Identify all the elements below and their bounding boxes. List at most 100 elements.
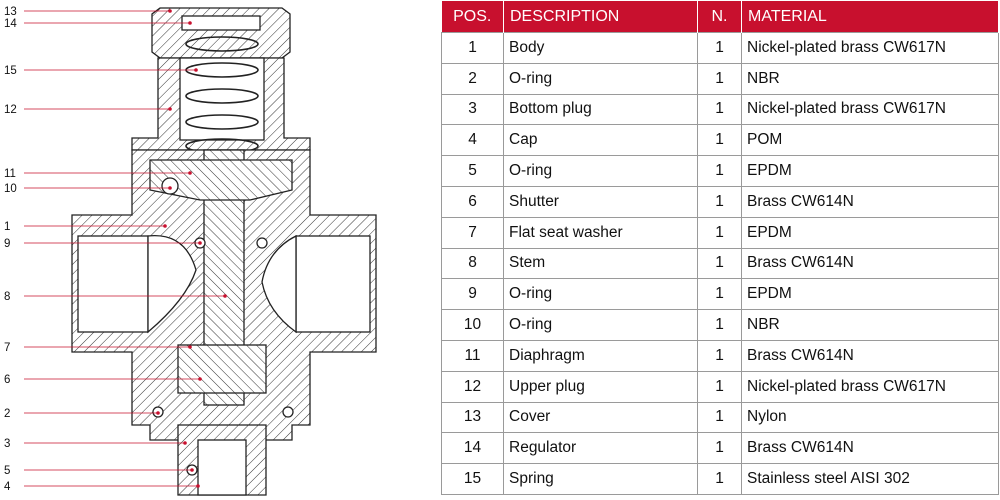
cell-quantity: 1: [697, 370, 742, 403]
cell-description: O-ring: [503, 278, 698, 311]
cell-pos: 12: [441, 370, 504, 403]
cell-material: Brass CW614N: [741, 247, 999, 280]
cell-description: Upper plug: [503, 370, 698, 403]
callout-label-10: 10: [4, 183, 17, 195]
cell-material: NBR: [741, 309, 999, 341]
cell-quantity: 1: [697, 432, 742, 465]
callout-label-6: 6: [4, 374, 10, 386]
cell-pos: 11: [441, 339, 504, 372]
cell-pos: 14: [441, 432, 504, 465]
callout-label-13: 13: [4, 6, 17, 18]
cell-quantity: 1: [697, 309, 742, 341]
cell-quantity: 1: [697, 278, 742, 311]
cell-quantity: 1: [697, 247, 742, 280]
cell-description: Regulator: [503, 432, 698, 465]
table-header-row: POS. DESCRIPTION N. MATERIAL: [441, 1, 999, 33]
callout: 8: [4, 291, 227, 303]
cell-pos: 2: [441, 62, 504, 95]
valve-cross-section-diagram: 13 14 15 12 11 10 1: [4, 6, 377, 496]
cell-quantity: 1: [697, 124, 742, 157]
cell-material: EPDM: [741, 216, 999, 249]
cell-description: Cover: [503, 401, 698, 434]
cell-quantity: 1: [697, 401, 742, 434]
callout: 5: [4, 465, 194, 477]
column-header-n: N.: [697, 1, 742, 33]
cell-description: Spring: [503, 463, 698, 495]
cell-pos: 10: [441, 309, 504, 341]
cell-description: Flat seat washer: [503, 216, 698, 249]
callout-label-7: 7: [4, 342, 10, 354]
column-header-material: MATERIAL: [741, 1, 999, 33]
callout-label-14: 14: [4, 18, 17, 30]
cell-quantity: 1: [697, 339, 742, 372]
cell-pos: 1: [441, 32, 504, 64]
callout-label-11: 11: [4, 168, 16, 180]
callout-label-12: 12: [4, 104, 17, 116]
cell-material: EPDM: [741, 278, 999, 311]
cell-quantity: 1: [697, 185, 742, 218]
cell-quantity: 1: [697, 216, 742, 249]
cell-pos: 9: [441, 278, 504, 311]
cell-description: Diaphragm: [503, 339, 698, 372]
callout-label-15: 15: [4, 65, 17, 77]
cell-material: Brass CW614N: [741, 432, 999, 465]
cell-description: O-ring: [503, 309, 698, 341]
cell-material: Nickel-plated brass CW617N: [741, 32, 999, 64]
cell-description: Body: [503, 32, 698, 64]
callout-label-9: 9: [4, 238, 10, 250]
cell-description: O-ring: [503, 155, 698, 187]
cell-material: Stainless steel AISI 302: [741, 463, 999, 495]
cell-quantity: 1: [697, 93, 742, 126]
cell-quantity: 1: [697, 32, 742, 64]
column-header-pos: POS.: [441, 1, 504, 33]
column-header-description: DESCRIPTION: [503, 1, 698, 33]
callout-label-1: 1: [4, 221, 10, 233]
cell-description: Shutter: [503, 185, 698, 218]
cell-material: POM: [741, 124, 999, 157]
callout: 13: [4, 6, 172, 18]
callout: 12: [4, 104, 172, 116]
cell-description: Cap: [503, 124, 698, 157]
callout-label-5: 5: [4, 465, 10, 477]
callout: 1: [4, 221, 167, 233]
cell-material: NBR: [741, 62, 999, 95]
o-ring-shape: [282, 406, 294, 418]
cell-pos: 4: [441, 124, 504, 157]
cell-quantity: 1: [697, 62, 742, 95]
o-ring-shape: [256, 237, 268, 249]
cell-quantity: 1: [697, 155, 742, 187]
callout: 6: [4, 374, 202, 386]
cell-description: Bottom plug: [503, 93, 698, 126]
cell-pos: 15: [441, 463, 504, 495]
callout: 15: [4, 65, 198, 77]
cell-material: Nylon: [741, 401, 999, 434]
callout: 3: [4, 438, 187, 450]
cell-pos: 7: [441, 216, 504, 249]
cell-description: Stem: [503, 247, 698, 280]
callout: 2: [4, 408, 160, 420]
callout: 7: [4, 342, 192, 354]
callout-label-4: 4: [4, 481, 11, 493]
callout: 4: [4, 481, 200, 493]
callout: 14: [4, 18, 192, 30]
valve-body-group: [71, 7, 377, 496]
cell-material: Brass CW614N: [741, 339, 999, 372]
callout: 10: [4, 183, 172, 195]
